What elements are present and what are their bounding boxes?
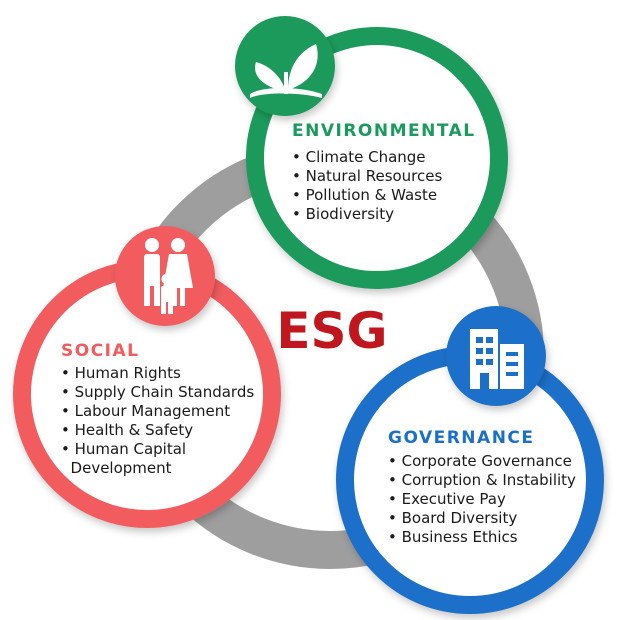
social-pillar: SOCIAL • Human Rights • Supply Chain Sta… — [13, 226, 281, 528]
governance-title: GOVERNANCE — [388, 428, 535, 448]
governance-item: • Business Ethics — [388, 528, 518, 546]
environmental-pillar: ENVIRONMENTAL • Climate Change • Natural… — [235, 16, 508, 289]
governance-pillar: GOVERNANCE • Corporate Governance • Corr… — [336, 306, 604, 614]
environmental-item: • Pollution & Waste — [292, 186, 437, 204]
social-item: • Human Capital — [61, 440, 186, 458]
environmental-badge — [235, 16, 335, 116]
leaf-icon — [250, 44, 322, 98]
family-icon — [144, 238, 193, 314]
social-item: • Human Rights — [61, 364, 181, 382]
environmental-title: ENVIRONMENTAL — [292, 121, 476, 141]
social-item: • Health & Safety — [61, 421, 193, 439]
governance-item: • Corruption & Instability — [388, 471, 576, 489]
environmental-item: • Biodiversity — [292, 205, 394, 223]
social-item: • Supply Chain Standards — [61, 383, 254, 401]
governance-item: • Corporate Governance — [388, 452, 572, 470]
building-icon — [470, 329, 524, 389]
social-item: • Labour Management — [61, 402, 230, 420]
social-item: Development — [61, 459, 172, 477]
governance-item: • Executive Pay — [388, 490, 506, 508]
environmental-item: • Climate Change — [292, 148, 426, 166]
center-title: ESG — [276, 302, 387, 360]
governance-item: • Board Diversity — [388, 509, 517, 527]
social-title: SOCIAL — [61, 341, 140, 361]
environmental-item: • Natural Resources — [292, 167, 443, 185]
